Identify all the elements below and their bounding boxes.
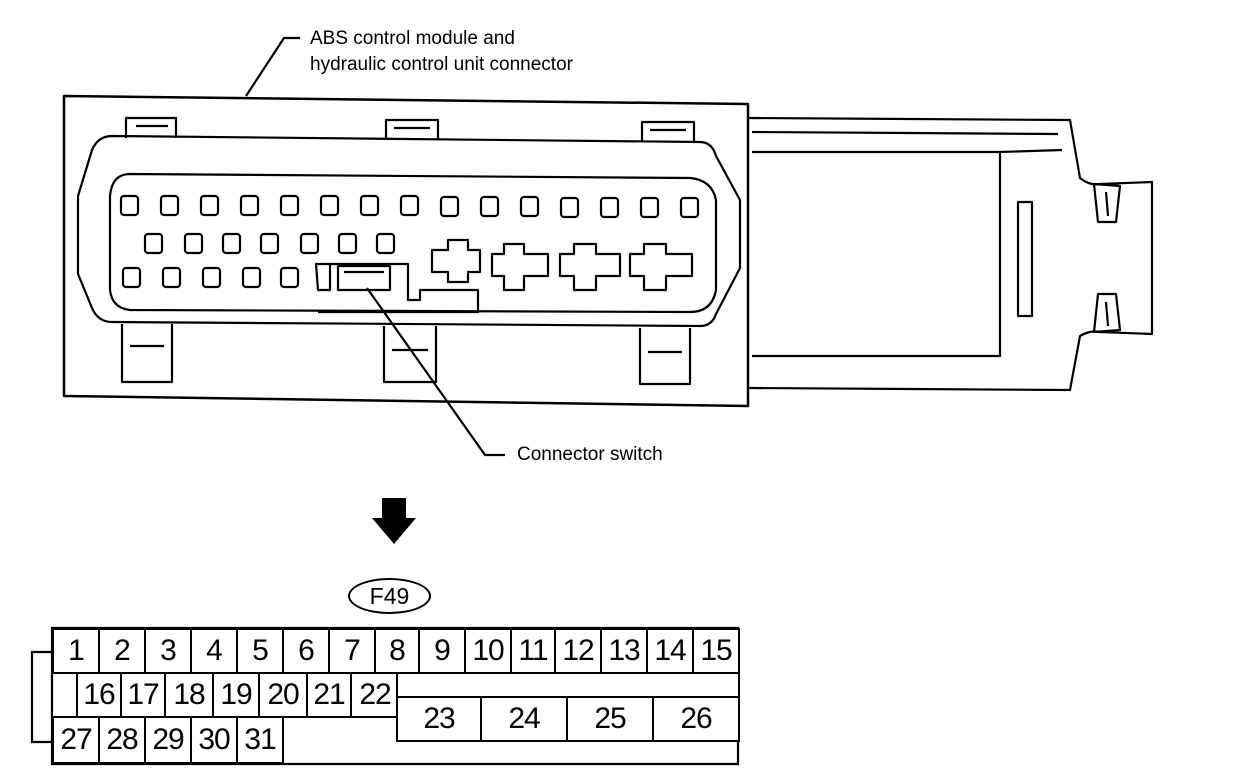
- latch-tab-top-center: [384, 118, 440, 140]
- terminal-15: 15: [692, 628, 740, 674]
- down-arrow-icon: [372, 498, 416, 544]
- terminal-20: 20: [258, 672, 308, 718]
- terminal-22: 22: [350, 672, 400, 718]
- terminal-block-upper-filler: [396, 672, 740, 698]
- pins-row-2: [143, 232, 396, 255]
- terminal-9: 9: [418, 628, 466, 674]
- latch-tab-top-left: [124, 116, 178, 138]
- terminal-1: 1: [52, 628, 100, 674]
- pins-row-3: [121, 266, 300, 289]
- switch-slot: [314, 262, 332, 292]
- terminal-14: 14: [646, 628, 694, 674]
- terminal-19: 19: [212, 672, 260, 718]
- lock-slot: [1016, 200, 1034, 318]
- lock-lever: [747, 116, 1154, 392]
- latch-tab-top-right: [640, 120, 696, 142]
- terminal-29: 29: [144, 716, 192, 764]
- terminal-30: 30: [190, 716, 238, 764]
- switch-callout-label: Connector switch: [517, 444, 663, 465]
- terminal-8: 8: [374, 628, 420, 674]
- terminal-13: 13: [600, 628, 648, 674]
- terminal-7: 7: [328, 628, 376, 674]
- terminal-18: 18: [164, 672, 214, 718]
- connector-id-badge: F49: [348, 578, 431, 614]
- terminal-2: 2: [98, 628, 146, 674]
- terminal-26: 26: [652, 696, 740, 742]
- module-callout-line2: hydraulic control unit connector: [310, 54, 573, 75]
- module-leader-line: [245, 36, 300, 97]
- pins-row-1: [119, 194, 700, 219]
- terminal-28: 28: [98, 716, 146, 764]
- connector-housing: [62, 94, 750, 408]
- terminal-25: 25: [566, 696, 654, 742]
- terminal-11: 11: [510, 628, 556, 674]
- terminal-17: 17: [120, 672, 166, 718]
- terminal-4: 4: [190, 628, 238, 674]
- connector-cavity: [76, 134, 742, 328]
- terminal-24: 24: [480, 696, 568, 742]
- terminal-5: 5: [236, 628, 284, 674]
- terminal-12: 12: [554, 628, 602, 674]
- terminal-bracket: [30, 650, 52, 744]
- terminal-21: 21: [306, 672, 352, 718]
- pins-large: [430, 238, 694, 292]
- latch-tab-bottom-center: [382, 326, 438, 384]
- terminal-10: 10: [464, 628, 512, 674]
- terminal-27: 27: [52, 716, 100, 764]
- terminal-31: 31: [236, 716, 284, 764]
- terminal-3: 3: [144, 628, 192, 674]
- pin-field: [108, 172, 718, 314]
- latch-tab-bottom-left: [120, 324, 174, 384]
- latch-tab-bottom-right: [638, 328, 692, 386]
- module-callout-label: ABS control module and hydraulic control…: [310, 26, 573, 78]
- module-callout-line1: ABS control module and: [310, 28, 515, 49]
- terminal-23: 23: [396, 696, 482, 742]
- connector-switch: [336, 264, 392, 292]
- switch-leader-line: [366, 287, 505, 457]
- terminal-16: 16: [76, 672, 122, 718]
- terminal-6: 6: [282, 628, 330, 674]
